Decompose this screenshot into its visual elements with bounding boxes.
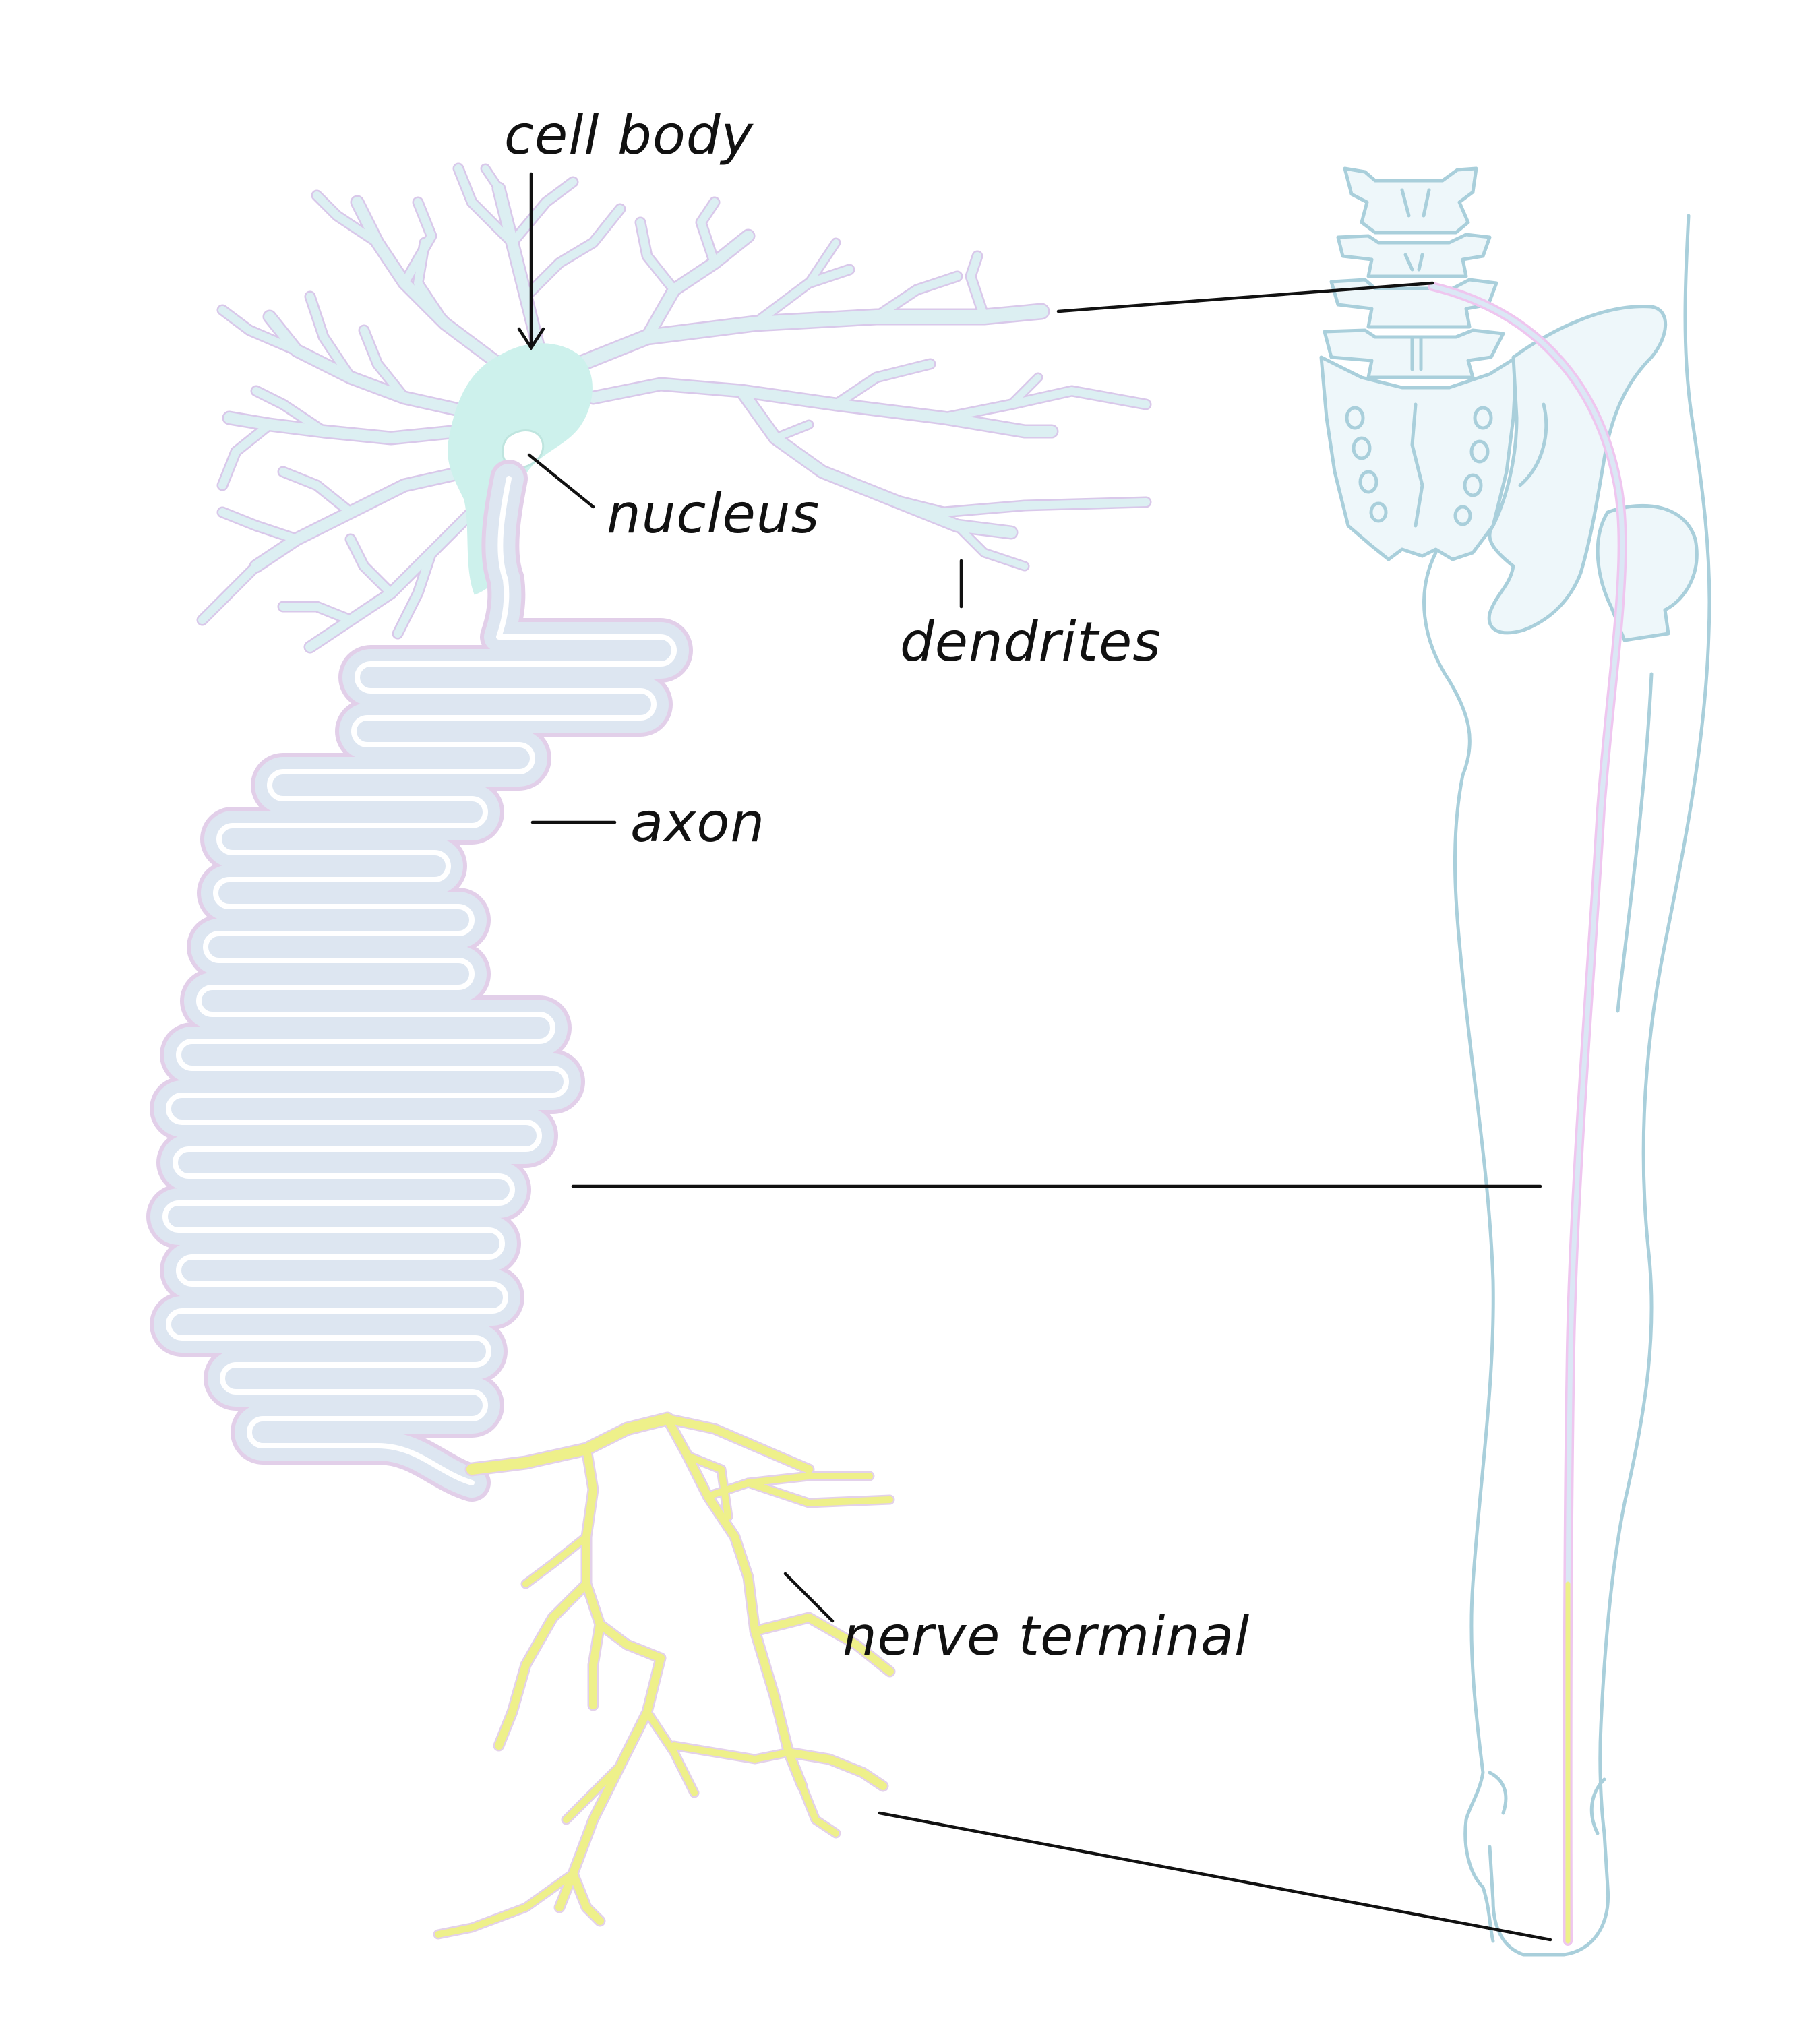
- connector-bottom: [878, 1811, 1552, 1942]
- dendrite-branch: [772, 421, 812, 441]
- terminal-branch: [435, 1870, 576, 1938]
- terminal-branch: [495, 1580, 590, 1750]
- dendrite-branch: [573, 305, 1048, 371]
- dendrite-branch: [636, 218, 678, 294]
- dendrite-branch: [806, 239, 839, 286]
- terminal-branch: [671, 1742, 792, 1763]
- terminal-branch: [684, 1452, 731, 1520]
- dendrite-branch: [642, 231, 754, 342]
- terminal-branch: [563, 1763, 624, 1823]
- dendrite-branch: [346, 535, 395, 597]
- dendrite-branch: [414, 239, 449, 328]
- dendrite-branch: [940, 387, 1150, 422]
- terminal-branch: [663, 1415, 813, 1473]
- dendrite-branch: [697, 198, 719, 267]
- leg-outline-inner: [1422, 551, 1495, 1822]
- label-cell-body: cell body: [504, 104, 754, 166]
- leg-outline-outer: [1488, 214, 1711, 1957]
- dendrite-branch: [832, 360, 934, 408]
- leader-lines: [517, 172, 1552, 1942]
- nucleus-leader: [527, 453, 595, 509]
- terminal-branch: [785, 1748, 887, 1790]
- dendrite-branch: [872, 272, 961, 321]
- dendrite-branch: [1008, 374, 1041, 408]
- dendrite-branch: [967, 252, 988, 321]
- dendrite-branch: [198, 562, 260, 624]
- dendrite-branch: [482, 165, 502, 192]
- dendrite-branch: [508, 178, 577, 247]
- dendrite-branch: [279, 603, 355, 624]
- terminal-branch: [704, 1473, 873, 1500]
- dendrite-branch: [360, 326, 408, 402]
- dendrite-branch: [394, 549, 435, 638]
- vertebrae: [1323, 166, 1505, 379]
- dendrite-branch: [454, 164, 516, 247]
- terminal-branch: [466, 1413, 673, 1475]
- dendrites-tree: [196, 162, 1152, 654]
- dendrite-branch: [522, 205, 624, 301]
- dendrite-branch: [305, 508, 477, 652]
- dendrite-branch: [954, 522, 1028, 570]
- terminal-branch: [745, 1479, 893, 1506]
- cell-body-arrowhead: [517, 327, 545, 351]
- nerve-terminal-tree: [433, 1411, 896, 1940]
- dendrite-branch: [313, 191, 382, 247]
- terminal-branch: [569, 1870, 604, 1925]
- dendrite-branch: [736, 386, 1017, 538]
- hip-bone: [1487, 305, 1668, 635]
- dendrite-branch: [400, 198, 435, 287]
- sacrum: [1319, 355, 1519, 561]
- terminal-branch: [589, 1620, 604, 1709]
- terminal-branch: [522, 1533, 590, 1587]
- dendrite-branch: [252, 387, 328, 435]
- label-dendrites: dendrites: [900, 611, 1161, 673]
- terminal-branch: [644, 1709, 698, 1796]
- terminal-branch: [751, 1614, 894, 1676]
- terminal-branch: [663, 1415, 806, 1790]
- connector-top: [1056, 281, 1434, 313]
- label-nucleus: nucleus: [607, 483, 820, 545]
- femur-head: [1596, 503, 1699, 642]
- terminal-branch: [799, 1783, 839, 1837]
- dendrite-branch: [218, 306, 301, 355]
- dendrite-branch: [279, 468, 355, 516]
- label-nerve-terminal: nerve terminal: [843, 1605, 1250, 1667]
- dendrite-branch: [886, 495, 1150, 516]
- axon: [146, 460, 693, 1502]
- dendrite-branch: [218, 421, 274, 489]
- label-axon: axon: [630, 791, 765, 854]
- labels: cell body nucleus dendrites axon nerve t…: [504, 104, 1250, 1667]
- terminal-branch-outline: [433, 1868, 578, 1940]
- sciatic-nerve-core: [1430, 284, 1625, 1944]
- dendrite-branch: [218, 508, 301, 543]
- dendrite-branch: [306, 293, 355, 381]
- leg-anatomy: [1319, 166, 1711, 1957]
- terminal-leader: [783, 1572, 835, 1623]
